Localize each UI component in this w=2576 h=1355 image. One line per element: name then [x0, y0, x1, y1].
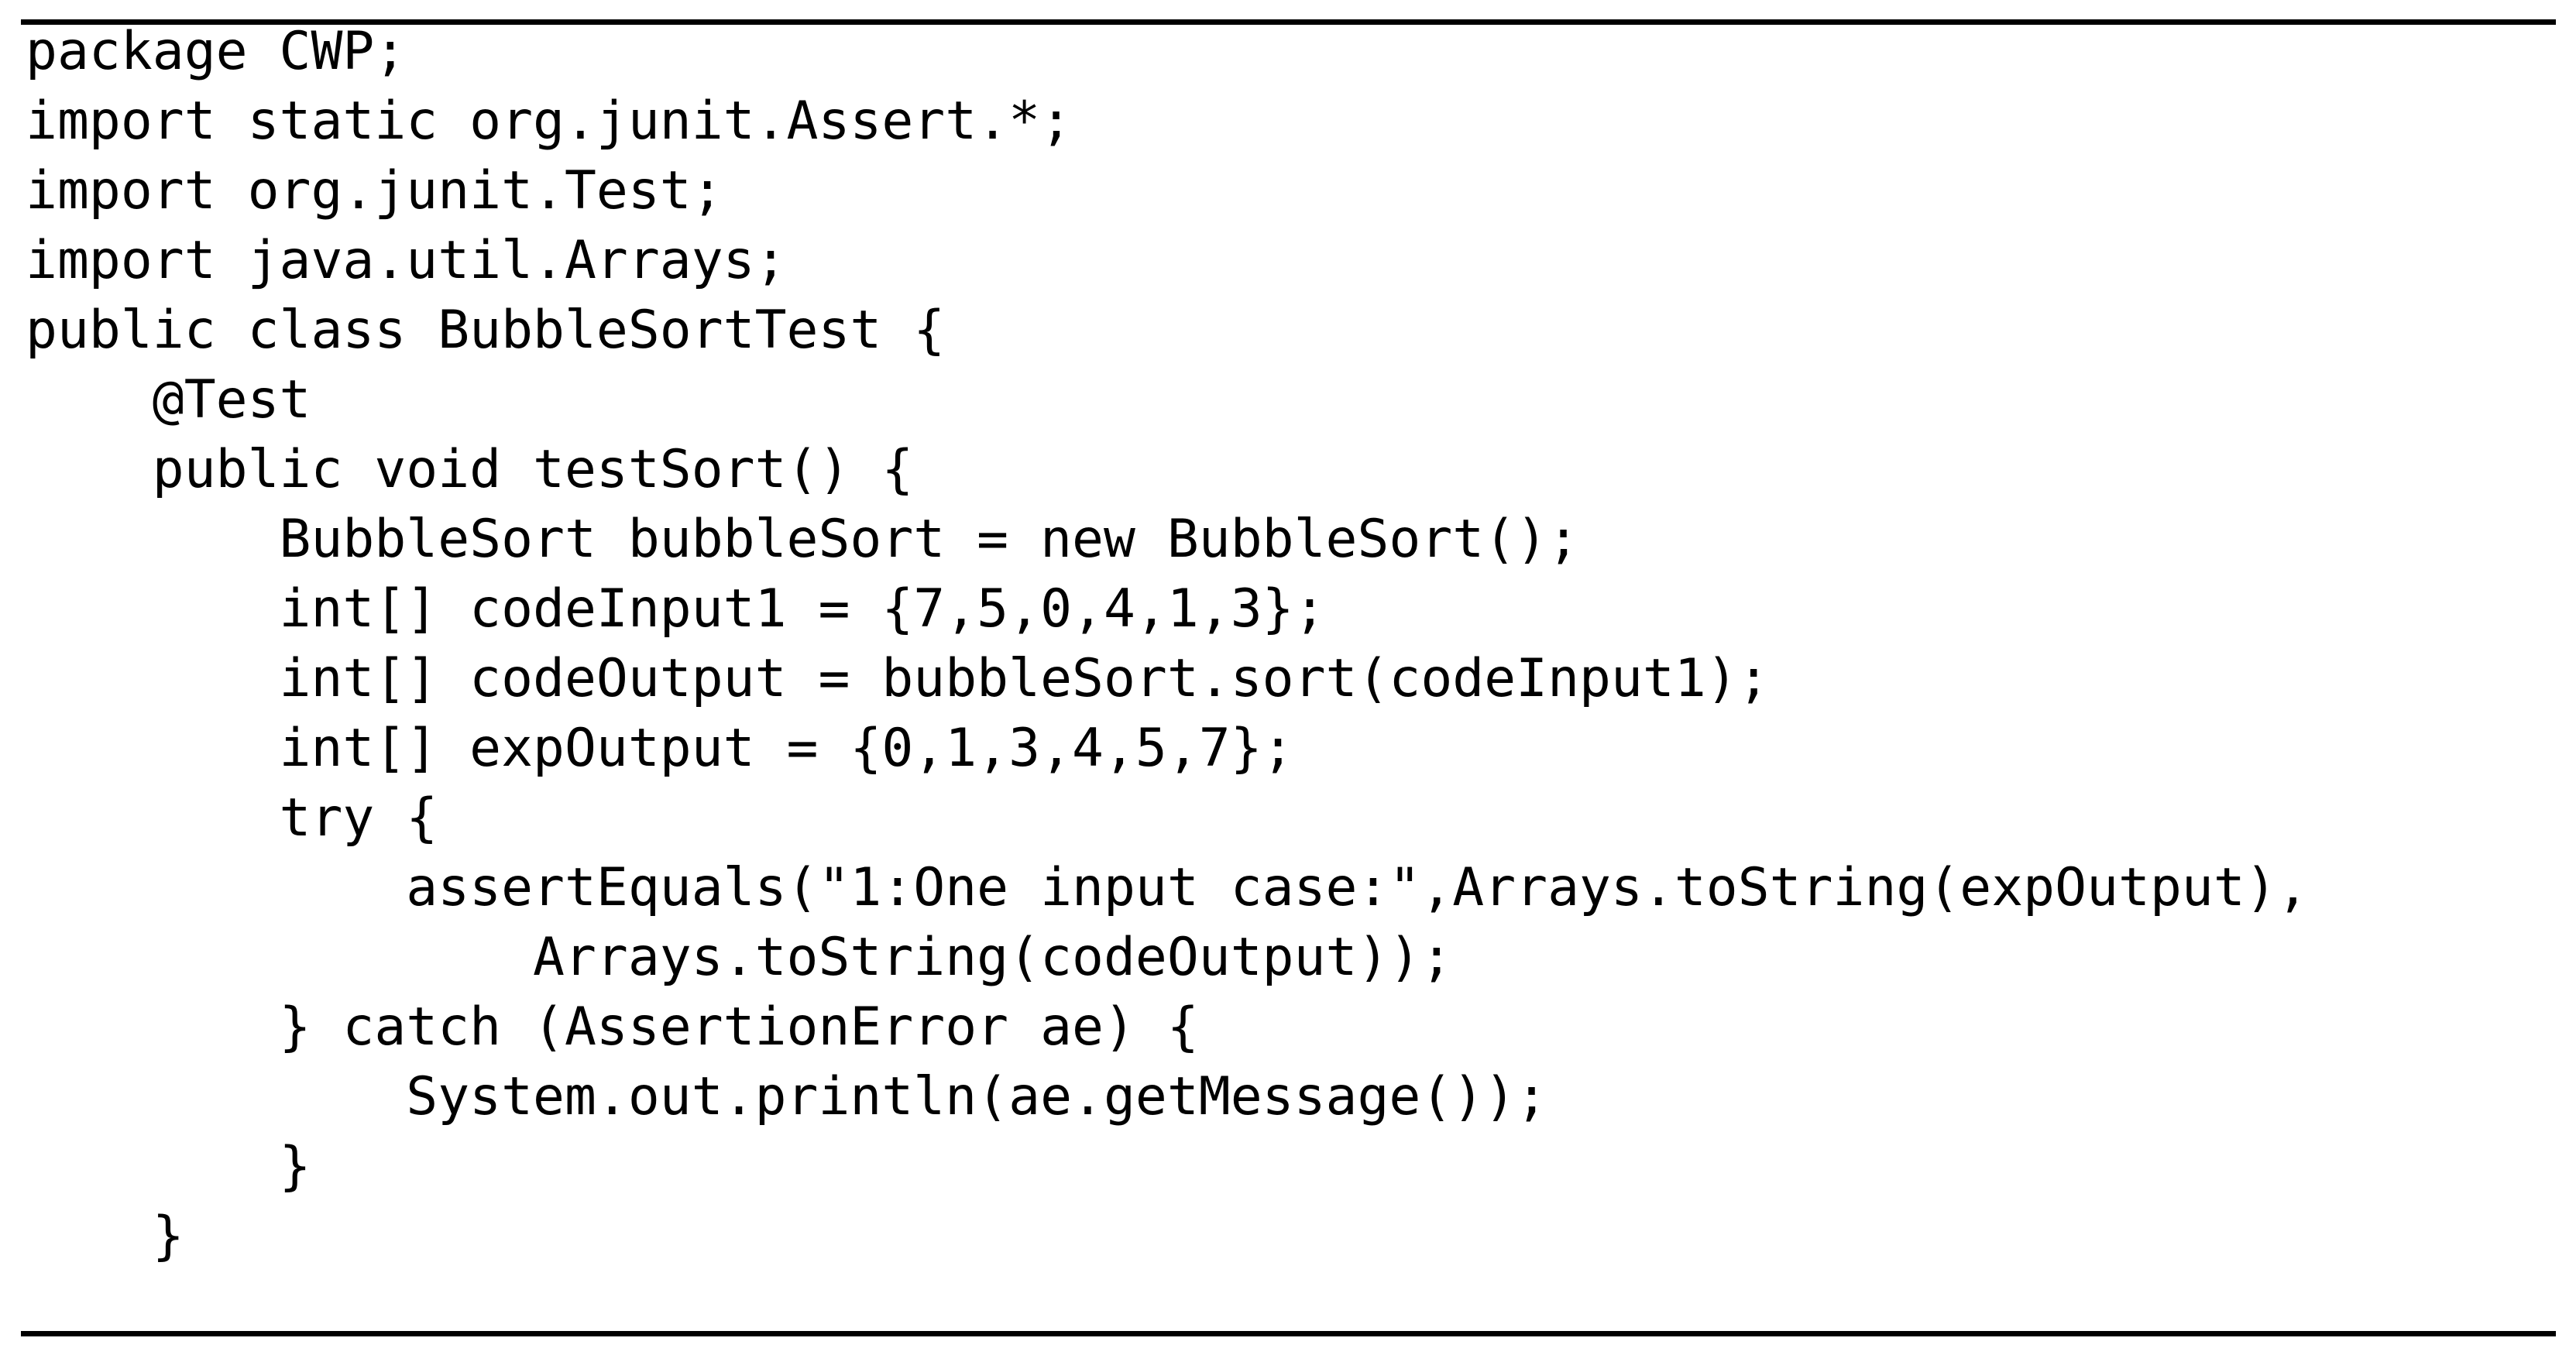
code-line: assertEquals("1:One input case:",Arrays.… [26, 857, 2309, 918]
listing-top-rule [21, 19, 2556, 25]
code-line: package CWP; [26, 21, 407, 82]
code-line: public void testSort() { [26, 439, 914, 500]
code-line: int[] codeOutput = bubbleSort.sort(codeI… [26, 648, 1770, 709]
code-line: import java.util.Arrays; [26, 230, 787, 291]
code-line: @Test [26, 369, 311, 431]
code-line: int[] codeInput1 = {7,5,0,4,1,3}; [26, 578, 1326, 640]
code-line: } catch (AssertionError ae) { [26, 997, 1199, 1058]
code-line: BubbleSort bubbleSort = new BubbleSort()… [26, 509, 1580, 570]
code-line: } [26, 1206, 184, 1267]
code-line: public class BubbleSortTest { [26, 300, 946, 361]
listing-bottom-rule [21, 1331, 2556, 1336]
code-line: } [26, 1136, 311, 1197]
code-line: System.out.println(ae.getMessage()); [26, 1066, 1548, 1127]
code-line: import org.junit.Test; [26, 160, 723, 221]
code-line: import static org.junit.Assert.*; [26, 91, 1073, 152]
code-line: Arrays.toString(codeOutput)); [26, 927, 1453, 988]
code-line: try { [26, 787, 438, 849]
code-block: package CWP; import static org.junit.Ass… [26, 17, 2566, 1271]
code-line: int[] expOutput = {0,1,3,4,5,7}; [26, 718, 1294, 779]
